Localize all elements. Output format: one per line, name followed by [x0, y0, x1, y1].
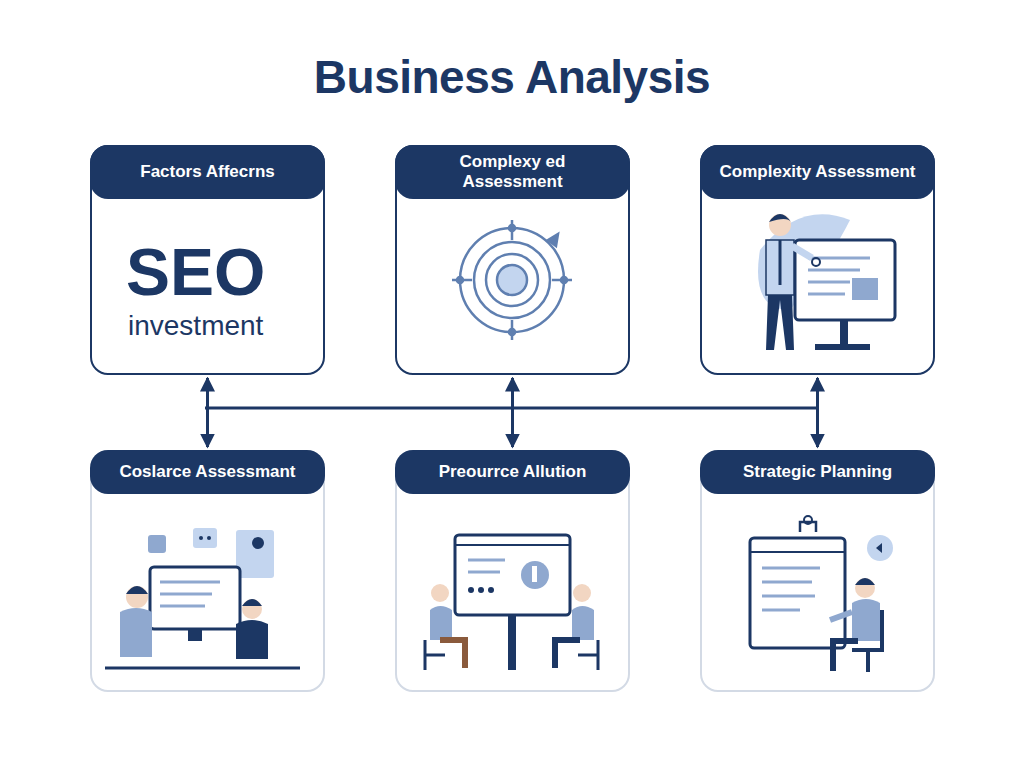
- process-box: Complexity Assessment: [700, 145, 935, 375]
- header-band: Strategic Planning: [700, 450, 935, 494]
- process-box: Preourrce Allution: [395, 450, 630, 692]
- bus-line: [205, 407, 817, 410]
- box-heading: Complexy ed Assessment: [395, 152, 630, 192]
- header-band: Coslarce Assessmant: [90, 450, 325, 494]
- header-band: Complexy ed Assessment: [395, 145, 630, 199]
- big-label: SEO: [126, 239, 265, 305]
- header-band: Preourrce Allution: [395, 450, 630, 494]
- sub-label: investment: [128, 312, 263, 340]
- box-heading: Coslarce Assessmant: [101, 462, 313, 482]
- process-box: Coslarce Assessmant: [90, 450, 325, 692]
- diagram-title: Business Analysis: [0, 50, 1024, 104]
- target-icon: [452, 220, 572, 340]
- header-band: Complexity Assessment: [700, 145, 935, 199]
- meeting-illustration: [425, 535, 598, 670]
- presenter-illustration: [758, 214, 895, 350]
- double-arrow: [511, 378, 514, 447]
- team-illustration: [105, 528, 300, 668]
- box-heading: Preourrce Allution: [421, 462, 605, 482]
- box-heading: Strategic Planning: [725, 462, 910, 482]
- double-arrow: [206, 378, 209, 447]
- planning-illustration: [750, 516, 893, 672]
- process-box: Complexy ed Assessment: [395, 145, 630, 375]
- process-box: Factors AffecrnsSEO investment: [90, 145, 325, 375]
- box-heading: Complexity Assessment: [702, 162, 934, 182]
- process-box: Strategic Planning: [700, 450, 935, 692]
- header-band: Factors Affecrns: [90, 145, 325, 199]
- box-heading: Factors Affecrns: [122, 162, 292, 182]
- double-arrow: [816, 378, 819, 447]
